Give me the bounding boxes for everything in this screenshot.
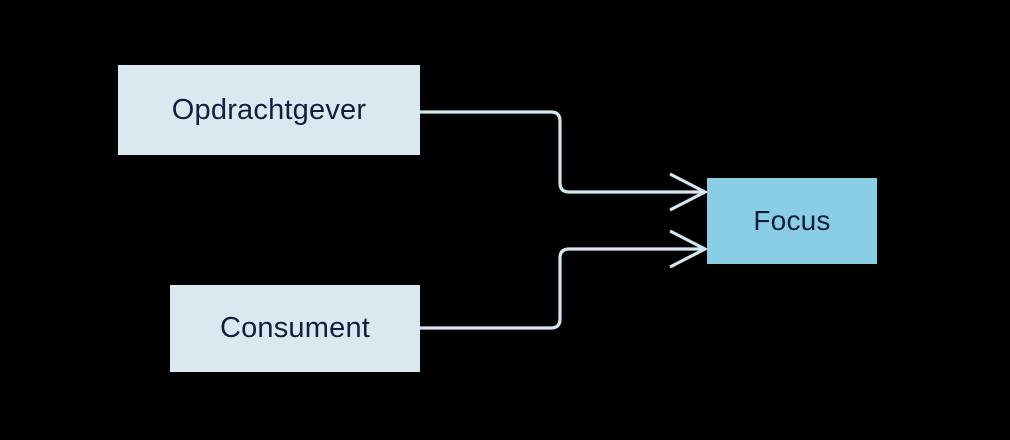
- node-opdrachtgever-label: Opdrachtgever: [171, 93, 367, 126]
- node-focus[interactable]: Focus: [707, 178, 877, 264]
- node-consument-label: Consument: [219, 312, 371, 344]
- node-opdrachtgever[interactable]: Opdrachtgever: [118, 65, 420, 155]
- edge-consument-to-focus[interactable]: [420, 229, 709, 330]
- arrowhead-icon: [669, 229, 709, 269]
- edge-opdrachtgever-to-focus[interactable]: [420, 110, 709, 212]
- edge-opdrachtgever-focus-line: [420, 110, 704, 194]
- arrowhead-icon: [669, 172, 709, 212]
- node-focus-label: Focus: [753, 205, 831, 236]
- edge-consument-focus-line: [420, 247, 704, 330]
- node-consument[interactable]: Consument: [170, 285, 420, 372]
